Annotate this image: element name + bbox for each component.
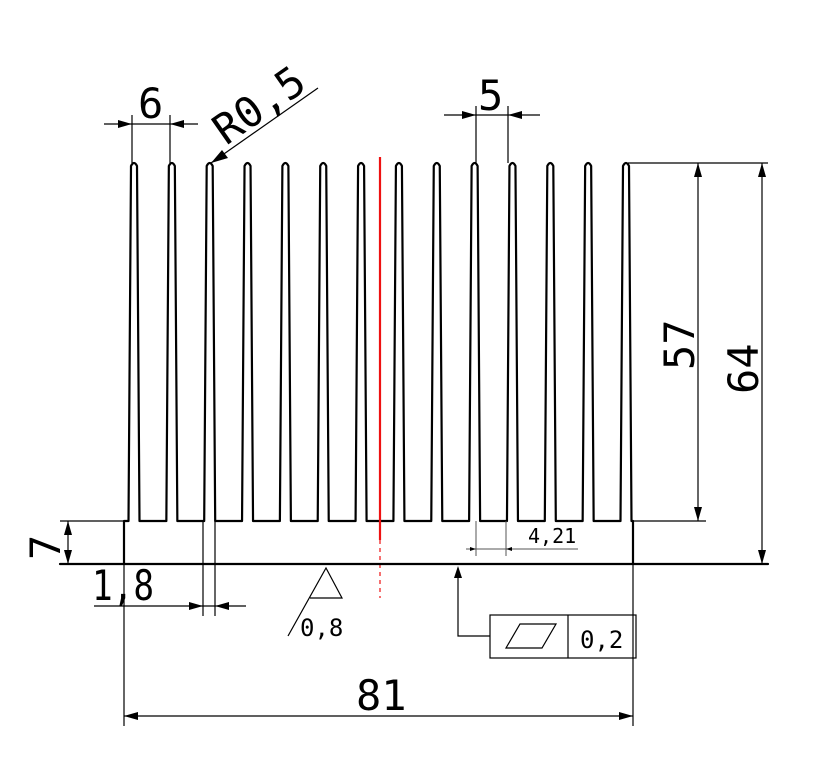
dim-tip-radius: R0,5: [204, 56, 319, 164]
dim-base-thickness-label: 7: [21, 535, 70, 560]
dim-total-height-label: 64: [719, 343, 768, 394]
dim-total-width: 81: [123, 521, 634, 726]
dim-fin-pitch-label: 6: [138, 79, 163, 128]
flatness-tolerance-value: 0,2: [580, 626, 623, 654]
dim-fin-gap: 4,21: [466, 521, 578, 556]
flatness-icon: [504, 623, 558, 649]
dim-fin-spacing: 5: [444, 71, 540, 163]
heatsink-profile: [122, 161, 635, 566]
dim-heights: 57 64: [628, 162, 768, 564]
dim-fin-height-label: 57: [655, 319, 704, 370]
dim-fin-pitch: 6: [104, 79, 198, 163]
dim-total-width-label: 81: [356, 671, 407, 720]
dim-fin-spacing-label: 5: [478, 71, 503, 120]
flatness-control-frame: 0,2: [454, 566, 637, 659]
dim-fin-gap-label: 4,21: [528, 524, 576, 548]
fin-profile-outline: [122, 161, 635, 566]
dim-fin-thickness-label: 1,8: [92, 561, 154, 610]
surface-roughness-value: 0,8: [300, 614, 343, 642]
dim-base-thickness: 7: [21, 520, 124, 564]
surface-roughness-symbol: 0,8: [287, 566, 343, 642]
dim-fin-thickness: 1,8: [92, 521, 246, 616]
dim-tip-radius-label: R0,5: [204, 56, 315, 154]
